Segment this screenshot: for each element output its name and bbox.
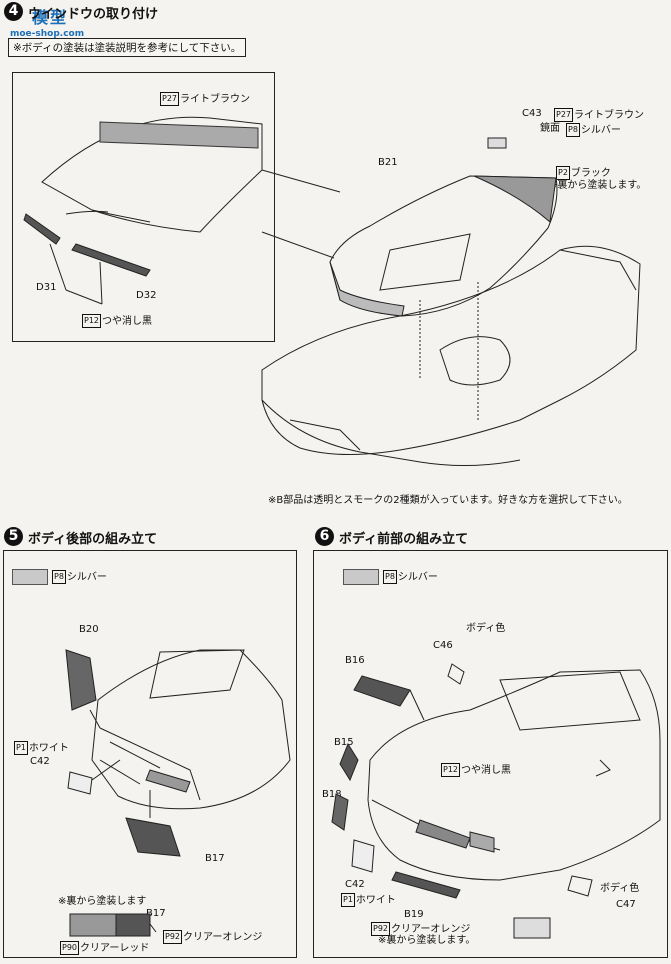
label-back-paint-6: ※裏から塗装します。 [378, 935, 476, 946]
windshield-tint-band [99, 121, 259, 149]
step5-number: 5 [4, 527, 23, 546]
silver-swatch [12, 569, 48, 585]
step4-footer-note: ※B部品は透明とスモークの2種類が入っています。好きな方を選択して下さい。 [268, 495, 628, 506]
label-b17: B17 [205, 853, 225, 864]
part-b16 [353, 675, 411, 707]
watermark-brand: 模型 [32, 8, 69, 27]
label-body-color-2: ボディ色 [600, 883, 640, 894]
part-b19 [391, 871, 461, 899]
mirror-c43 [487, 137, 507, 149]
label-b16: B16 [345, 655, 365, 666]
label-d32: D32 [136, 290, 157, 301]
rear-window-inner [379, 233, 471, 291]
part-c42 [67, 771, 93, 795]
part-b17 [125, 817, 181, 857]
part-b20 [65, 649, 97, 711]
step6-number: 6 [315, 527, 334, 546]
step5-frame [3, 550, 297, 958]
label-back-paint: ※裏から塗装します。 [549, 180, 647, 191]
part-c47 [567, 875, 593, 897]
label-b18: B18 [322, 789, 342, 800]
step6-frame [313, 550, 668, 958]
label-b21: B21 [378, 157, 398, 168]
label-c42-6: C42 [345, 879, 365, 890]
silver-swatch-6 [343, 569, 379, 585]
wiper-d31 [23, 213, 61, 245]
step4-title: ウインドウの取り付け [28, 7, 159, 22]
label-b15: B15 [334, 737, 354, 748]
label-mirror: 鏡面 [540, 123, 560, 134]
label-c43: C43 [522, 108, 542, 119]
step4-number: 4 [4, 2, 23, 21]
watermark-url: moe-shop.com [10, 29, 85, 39]
wiper-d32 [71, 243, 151, 277]
label-back-paint-5: ※裏から塗装します [58, 896, 147, 907]
label-d31: D31 [36, 282, 57, 293]
label-b19: B19 [404, 909, 424, 920]
mirror-detail [513, 917, 551, 939]
b21-black-band [473, 175, 557, 223]
step4-detail-frame [12, 72, 275, 342]
part-b18 [331, 793, 349, 831]
paint-note: ※ボディの塗装は塗装説明を参考にして下さい。 [8, 38, 247, 57]
car-body-step5 [91, 649, 291, 810]
step5-title: ボディ後部の組み立て [28, 532, 158, 547]
car-body-step4 [261, 245, 641, 456]
label-c42: C42 [30, 756, 50, 767]
step6-title: ボディ前部の組み立て [339, 532, 469, 547]
label-c47: C47 [616, 899, 636, 910]
part-b15 [339, 742, 359, 782]
car-body-step6 [367, 669, 661, 881]
part-c42-front [351, 839, 375, 873]
label-body-color: ボディ色 [466, 623, 506, 634]
label-c46: C46 [433, 640, 453, 651]
part-c46 [447, 663, 465, 685]
label-b17b: B17 [146, 908, 166, 919]
label-b20: B20 [79, 624, 99, 635]
